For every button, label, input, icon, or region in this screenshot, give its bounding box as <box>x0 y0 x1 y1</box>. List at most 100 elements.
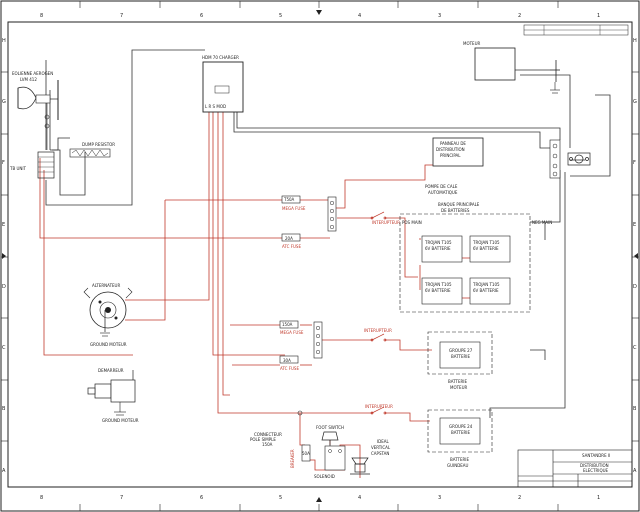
panneau-distribution <box>432 137 484 167</box>
panneau-line1: PANNEAU DE <box>440 141 466 146</box>
shunt-icon <box>567 152 591 166</box>
col-label: 3 <box>438 13 441 19</box>
title-block <box>517 449 633 488</box>
interrupteur-switch-1 <box>370 211 387 220</box>
foot-switch-icon <box>321 431 339 446</box>
bus-bar-1 <box>327 196 337 232</box>
banque-enclosure <box>399 213 531 313</box>
column-labels-top: 8 7 6 5 4 3 2 1 <box>40 13 600 19</box>
row-label: E <box>2 222 5 228</box>
row-labels-right: H G F E D C B A <box>633 38 637 474</box>
row-label: H <box>2 38 6 44</box>
row-label: H <box>633 38 637 44</box>
tb-unit <box>37 151 55 179</box>
row-labels-left: H G F E D C B A <box>2 38 6 474</box>
batterie-moteur-enclosure <box>427 331 493 375</box>
row-label: E <box>633 222 636 228</box>
batterie-guindeau <box>439 417 481 445</box>
eolienne-title: EOLIENNE AEROGEN <box>12 71 53 76</box>
panneau-line2: DISTRIBUTION <box>436 147 465 152</box>
col-label: 8 <box>40 13 43 19</box>
dump-resistor <box>69 148 111 158</box>
row-label: D <box>2 284 6 290</box>
row-label: G <box>633 99 637 105</box>
battery-4-line1: TROJAN T105 <box>472 282 500 287</box>
column-labels-bottom: 8 7 6 5 4 3 2 1 <box>40 495 600 501</box>
fuse-mega-150-b <box>279 320 299 329</box>
interrupteur-switch-3 <box>370 406 387 415</box>
batterie-guindeau-enclosure <box>427 409 493 453</box>
interrupteur-1-label: INTERUPTEUR <box>372 220 400 225</box>
solenoid-label: SOLENOID <box>314 474 335 479</box>
dark-wires <box>45 49 611 418</box>
fuse-atc-20 <box>281 233 301 242</box>
neg-terminal-screws <box>552 143 558 177</box>
fuse3-type: MEGA FUSE <box>280 330 304 335</box>
capstan-icon <box>350 457 370 475</box>
col-label: 4 <box>358 495 361 501</box>
center-mark-left-icon <box>2 253 6 259</box>
solenoid <box>324 445 346 471</box>
propeller-icon <box>550 60 560 82</box>
fuse1-value: T50A <box>283 197 295 202</box>
row-label: B <box>633 406 637 412</box>
col-label: 5 <box>279 13 282 19</box>
battery-3-line1: TROJAN T105 <box>424 282 452 287</box>
breaker-label: BREAKER <box>290 449 295 468</box>
connecteur-line3: 150A <box>262 442 273 447</box>
interrupteur-3-label: INTERUPTEUR <box>365 404 393 409</box>
battery-3 <box>421 277 463 305</box>
col-label: 4 <box>358 13 361 19</box>
ground-moteur-label-2: GROUND MOTEUR <box>102 418 139 423</box>
demarreur-symbol <box>87 370 136 403</box>
inner-border <box>7 21 633 488</box>
tb-unit-label: TB UNIT <box>9 166 27 171</box>
banque-line1: BANQUE PRINCIPALE <box>438 202 480 207</box>
ground-moteur-label-1: GROUND MOTEUR <box>90 342 127 347</box>
fuse2-type: ATC FUSE <box>282 244 301 249</box>
ground-icon-2 <box>114 402 126 416</box>
interrupteur-switch-2 <box>370 333 387 342</box>
foot-switch-label: FOOT SWITCH <box>316 425 344 430</box>
row-label: B <box>2 406 6 412</box>
tb-unit-fins <box>38 156 54 173</box>
col-label: 1 <box>597 13 600 19</box>
batterie-moteur-line2: MOTEUR <box>450 385 467 390</box>
row-label: A <box>2 468 6 474</box>
ideal-line3: CAPSTAN <box>371 451 389 456</box>
fuse3-value: 150A <box>282 322 293 327</box>
col-label: 5 <box>279 495 282 501</box>
battery-4 <box>469 277 511 305</box>
dump-resistor-coil <box>71 149 109 157</box>
battery-1 <box>421 235 463 263</box>
revision-block <box>523 24 629 36</box>
charger-box <box>202 61 244 113</box>
bus-bar-1-screws <box>329 200 335 230</box>
ideal-line2: VERTICAL <box>371 445 391 450</box>
breaker-value: 50A <box>302 451 310 456</box>
fuse1-type: MEGA FUSE <box>282 206 306 211</box>
batterie-moteur <box>439 341 481 369</box>
battery-2-line1: TROJAN T105 <box>472 240 500 245</box>
red-wires <box>39 110 475 478</box>
interrupteur-2-label: INTERUPTEUR <box>364 328 392 333</box>
charger-label: HDM 70 CHARGER <box>202 55 239 60</box>
moteur-ground-icon <box>550 82 560 94</box>
col-label: 7 <box>120 13 123 19</box>
col-label: 8 <box>40 495 43 501</box>
batterie-moteur-line1: BATTERIE <box>448 379 467 384</box>
ground-icon-1 <box>100 332 110 337</box>
breaker <box>301 444 311 462</box>
col-label: 2 <box>518 13 521 19</box>
fuse-mega-150 <box>281 195 301 204</box>
neg-terminal-block <box>549 139 561 179</box>
row-label: F <box>633 160 636 166</box>
battery-2-line2: 6V BATTERIE <box>473 246 499 251</box>
fuse4-value: 30A <box>283 358 291 363</box>
row-label: G <box>2 99 6 105</box>
groupe27-line2: BATTERIE <box>451 354 470 359</box>
solenoid-posts <box>328 449 342 453</box>
